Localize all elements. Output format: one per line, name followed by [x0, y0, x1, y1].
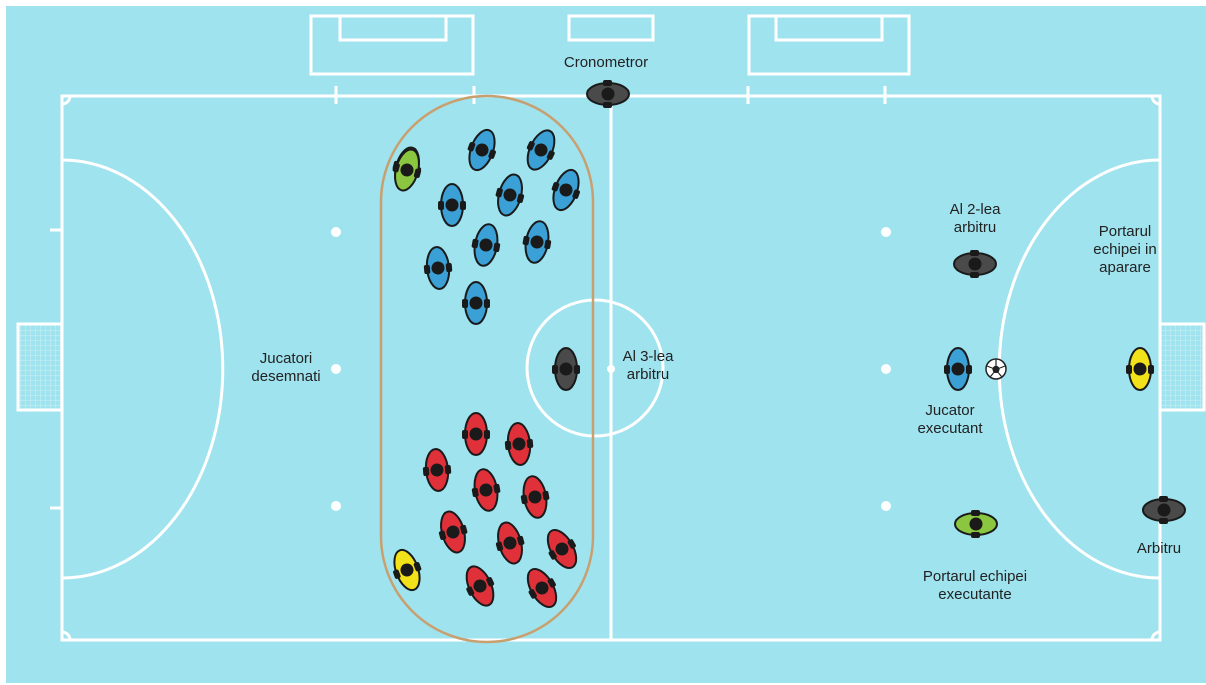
defending-goalkeeper-label: Portarul echipei in aparare	[1060, 223, 1190, 277]
goalkeeper-a-substitute-icon	[392, 148, 422, 192]
team-b-player-icon	[504, 422, 534, 466]
label-line: echipei in	[1093, 241, 1157, 258]
center-spot	[607, 365, 615, 373]
team-a-player-icon	[462, 281, 490, 325]
court-background	[6, 6, 1206, 683]
substitution-zone-right-inner	[774, 14, 884, 42]
corner-arc	[61, 95, 72, 106]
timekeeper-table	[567, 14, 655, 42]
team-a-player-icon	[495, 173, 525, 217]
referee-label: Arbitru	[1136, 540, 1182, 557]
team-b-player-icon	[422, 448, 452, 492]
substitution-zone-left-inner	[338, 14, 448, 42]
label-line: Jucator	[925, 402, 975, 419]
designated-players-label: Jucatori desemnati	[226, 350, 346, 386]
team-b-player-icon	[465, 565, 495, 607]
third-referee-label: Al 3-lea arbitru	[600, 348, 696, 384]
label-line: arbitru	[953, 219, 997, 236]
executing-player-icon	[944, 347, 972, 391]
players-layer	[392, 80, 1186, 608]
label-line: Al 2-lea	[949, 201, 1001, 218]
team-b-player-icon	[495, 521, 525, 565]
label-line: Portarul	[1098, 223, 1152, 240]
timekeeper-icon	[586, 80, 630, 108]
defending-goalkeeper-icon	[1126, 347, 1154, 391]
label-line: arbitru	[626, 366, 670, 383]
center-circle	[525, 298, 665, 438]
soccer-ball-icon	[985, 358, 1007, 380]
left-goal	[16, 322, 64, 412]
team-a-player-icon	[438, 183, 466, 227]
corner-arc	[61, 630, 72, 641]
spot	[881, 364, 891, 374]
left-penalty-area	[61, 158, 225, 580]
team-b-player-icon	[520, 475, 550, 519]
team-b-player-icon	[526, 568, 558, 608]
executing-goalkeeper-label: Portarul echipei executante	[880, 568, 1070, 604]
label-line: desemnati	[251, 368, 321, 385]
label-line: executante	[938, 586, 1012, 603]
team-b-player-icon	[462, 412, 490, 456]
goalkeeper-b-substitute-icon	[393, 548, 422, 592]
team-b-player-icon	[546, 529, 578, 569]
team-a-player-icon	[467, 128, 496, 172]
corner-arc	[1150, 630, 1161, 641]
first-referee-icon	[1142, 496, 1186, 524]
executing-goalkeeper-icon	[954, 510, 998, 538]
label-line: Al 3-lea	[622, 348, 674, 365]
team-b-player-icon	[438, 510, 468, 554]
corner-arc	[1150, 95, 1161, 106]
spot	[881, 227, 891, 237]
label-line: executant	[917, 420, 983, 437]
right-goal	[1158, 322, 1206, 412]
spot	[331, 227, 341, 237]
designated-players-oval	[379, 94, 595, 644]
third-referee-icon	[552, 347, 580, 391]
team-a-player-icon	[526, 129, 556, 171]
second-referee-icon	[953, 250, 997, 278]
timekeeper-label: Cronometror	[563, 54, 649, 71]
team-a-player-icon	[522, 220, 552, 264]
team-b-player-icon	[471, 468, 501, 512]
spot	[331, 501, 341, 511]
team-a-player-icon	[471, 223, 501, 267]
team-a-player-icon	[423, 246, 453, 290]
executing-player-label: Jucator executant	[890, 402, 1010, 438]
second-referee-label: Al 2-lea arbitru	[920, 201, 1030, 237]
team-a-player-icon	[551, 168, 580, 212]
label-line: Portarul echipei	[922, 568, 1028, 585]
spot	[331, 364, 341, 374]
label-line: Jucatori	[259, 350, 313, 367]
label-line: aparare	[1099, 259, 1151, 276]
court-spots	[331, 227, 891, 511]
spot	[881, 501, 891, 511]
